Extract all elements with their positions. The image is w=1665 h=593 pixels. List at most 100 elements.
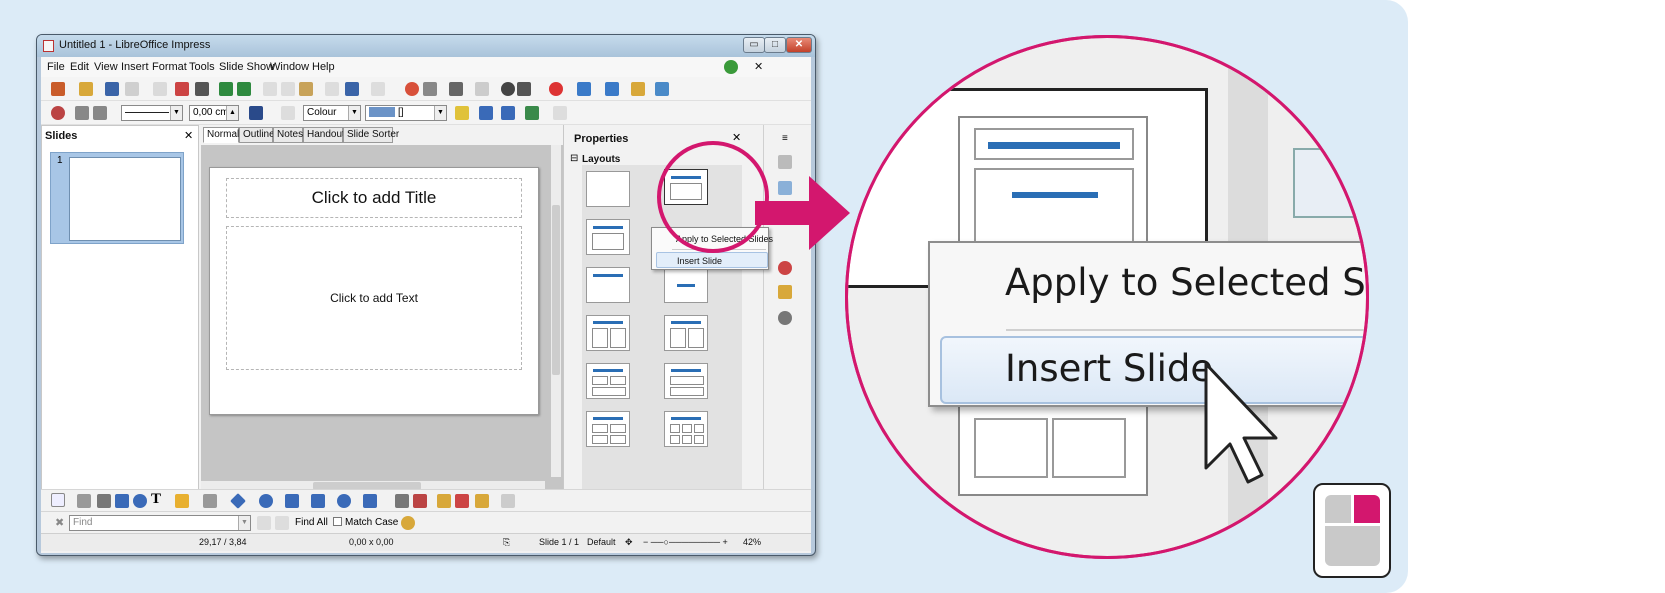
layout-title-content-2[interactable] [586, 219, 630, 255]
display-views-icon[interactable] [605, 82, 619, 96]
open-icon[interactable] [79, 82, 93, 96]
menu-edit[interactable]: Edit [70, 61, 89, 73]
line-width-input[interactable]: 0,00 cm▲ [189, 105, 239, 121]
fill-color-select[interactable]: []▼ [365, 105, 447, 121]
layout-title-stacked[interactable] [664, 363, 708, 399]
gallery-deck-icon[interactable] [778, 285, 792, 299]
print-icon[interactable] [195, 82, 209, 96]
start-presentation-icon[interactable] [655, 82, 669, 96]
find-replace-icon[interactable] [401, 516, 415, 530]
layout-four-content[interactable] [586, 363, 630, 399]
text-placeholder[interactable]: Click to add Text [226, 226, 522, 370]
tab-notes[interactable]: Notes [273, 127, 303, 143]
image-icon[interactable] [437, 494, 451, 508]
menu-window[interactable]: Window [270, 61, 310, 73]
rectangle-icon[interactable] [115, 494, 129, 508]
block-arrows-icon[interactable] [285, 494, 299, 508]
update-icon[interactable] [724, 60, 738, 74]
menu-slide-show[interactable]: Slide Show [219, 61, 275, 73]
basic-shapes-icon[interactable] [230, 493, 246, 509]
tab-outline[interactable]: Outline [239, 127, 275, 143]
export-pdf-icon[interactable] [175, 82, 189, 96]
layout-two-content[interactable] [586, 315, 630, 351]
line-style-icon[interactable] [51, 106, 65, 120]
slide-show-icon[interactable] [577, 82, 591, 96]
select-icon[interactable] [51, 493, 65, 507]
autospell-icon[interactable] [237, 82, 251, 96]
document-close-button[interactable]: ✕ [754, 61, 764, 73]
insert-slide-item[interactable]: Insert Slide [656, 252, 768, 268]
table-icon[interactable] [423, 82, 437, 96]
zoom-slider[interactable]: − ──○──────── + [643, 537, 728, 547]
find-close-icon[interactable]: ✖ [55, 517, 65, 529]
sidebar-menu-icon[interactable]: ≡ [782, 133, 788, 144]
layouts-collapse[interactable]: ⊟ [570, 153, 579, 164]
clone-icon[interactable] [325, 82, 339, 96]
points-icon[interactable] [395, 494, 409, 508]
maximize-button[interactable]: □ [764, 37, 786, 53]
layouts-deck-icon[interactable] [778, 181, 792, 195]
ellipse-icon[interactable] [133, 494, 147, 508]
properties-close[interactable]: ✕ [732, 132, 742, 144]
slide-canvas[interactable]: Click to add Title Click to add Text [209, 167, 539, 415]
fontwork-icon[interactable] [475, 494, 489, 508]
title-placeholder[interactable]: Click to add Title [226, 178, 522, 218]
properties-deck-icon[interactable] [778, 155, 792, 169]
layout-title-four[interactable] [586, 411, 630, 447]
undo-icon[interactable] [345, 82, 359, 96]
tab-normal[interactable]: Normal [203, 127, 239, 143]
paste-icon[interactable] [299, 82, 313, 96]
arrow-tool-icon[interactable] [97, 494, 111, 508]
menu-format[interactable]: Format [152, 61, 187, 73]
animation-deck-icon[interactable] [778, 261, 792, 275]
group-icon[interactable] [553, 106, 567, 120]
navigator-deck-icon[interactable] [778, 311, 792, 325]
callouts-icon[interactable] [337, 494, 351, 508]
save-icon[interactable] [105, 82, 119, 96]
find-next-icon[interactable] [275, 516, 289, 530]
email-icon[interactable] [125, 82, 139, 96]
close-button[interactable]: ✕ [786, 37, 812, 53]
menu-file[interactable]: File [47, 61, 65, 73]
gallery-icon[interactable] [455, 494, 469, 508]
text-icon[interactable]: T [151, 491, 162, 507]
redo-icon[interactable] [371, 82, 385, 96]
menu-tools[interactable]: Tools [189, 61, 215, 73]
flowchart-icon[interactable] [311, 494, 325, 508]
movie-icon[interactable] [449, 82, 463, 96]
line-icon[interactable] [93, 106, 107, 120]
master-slides-icon[interactable] [631, 82, 645, 96]
slides-panel-close[interactable]: ✕ [184, 130, 194, 142]
slide-thumbnail[interactable] [69, 157, 181, 241]
curve-icon[interactable] [175, 494, 189, 508]
stars-icon[interactable] [363, 494, 377, 508]
slide-thumbnail-selected[interactable]: 1 [50, 152, 184, 244]
find-previous-icon[interactable] [257, 516, 271, 530]
tab-handout[interactable]: Handout [303, 127, 345, 143]
area-fill-icon[interactable] [281, 106, 295, 120]
connector-icon[interactable] [203, 494, 217, 508]
navigator-icon[interactable] [501, 82, 515, 96]
shadow-icon[interactable] [455, 106, 469, 120]
line-style-select[interactable]: ▼ [121, 105, 183, 121]
find-input[interactable]: Find▼ [69, 515, 251, 531]
layout-title-only[interactable] [586, 267, 630, 303]
copy-icon[interactable] [281, 82, 295, 96]
horizontal-scrollbar[interactable] [201, 481, 545, 491]
line-tool-icon[interactable] [77, 494, 91, 508]
find-all-button[interactable]: Find All [295, 517, 328, 528]
grid-icon[interactable] [475, 82, 489, 96]
area-style-select[interactable]: Colour▼ [303, 105, 361, 121]
vertical-scrollbar[interactable] [551, 145, 561, 477]
edit-mode-icon[interactable] [153, 82, 167, 96]
transformation-icon[interactable] [479, 106, 493, 120]
menu-insert[interactable]: Insert [121, 61, 149, 73]
cut-icon[interactable] [263, 82, 277, 96]
tab-slide-sorter[interactable]: Slide Sorter [343, 127, 399, 143]
zoom-icon[interactable] [517, 82, 531, 96]
layout-centered-text[interactable] [664, 267, 708, 303]
fit-slide-icon[interactable]: ✥ [625, 537, 633, 547]
symbol-shapes-icon[interactable] [259, 494, 273, 508]
new-icon[interactable] [51, 82, 65, 96]
extrusion-icon[interactable] [501, 494, 515, 508]
